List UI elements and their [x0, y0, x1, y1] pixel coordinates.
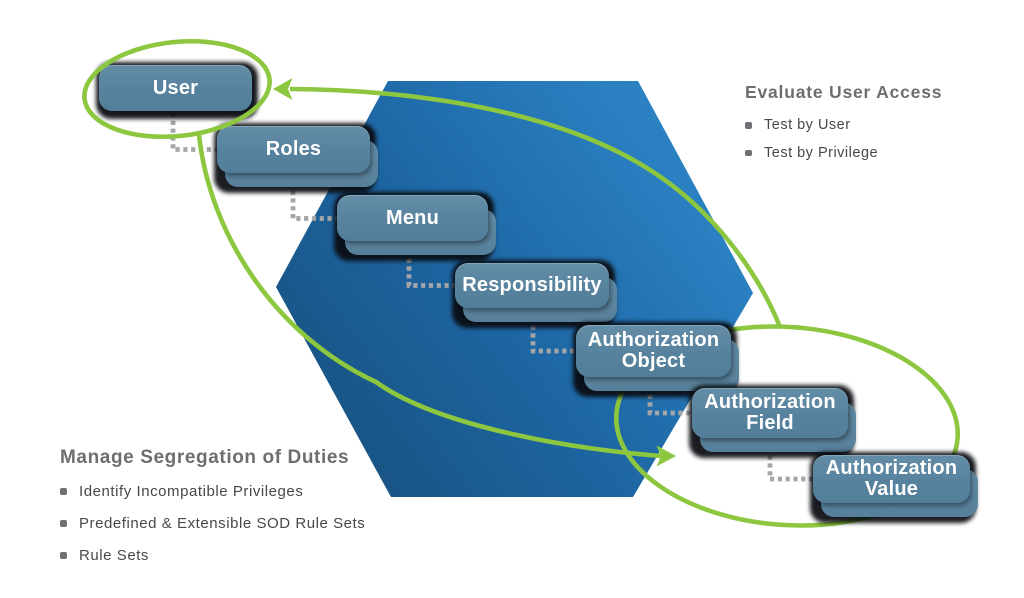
- node-responsibility-label: Responsibility: [455, 263, 609, 308]
- callout-evaluate: Evaluate User Access Test by User Test b…: [745, 82, 1015, 167]
- callout-evaluate-item: Test by Privilege: [745, 140, 1015, 168]
- manage-arrow-curve: [196, 134, 662, 459]
- node-responsibility: Responsibility: [452, 260, 617, 328]
- node-roles: Roles: [214, 123, 378, 193]
- node-auth-value-label: Authorization Value: [813, 455, 970, 503]
- bullet-dot-icon: [60, 552, 67, 559]
- callout-manage-item: Rule Sets: [60, 540, 480, 572]
- privilege-group-ellipse: [613, 324, 961, 528]
- callout-evaluate-item: Test by User: [745, 112, 1015, 140]
- evaluate-arrow-curve: [289, 86, 783, 328]
- node-auth-value: Authorization Value: [810, 452, 978, 523]
- callout-manage-title: Manage Segregation of Duties: [60, 447, 350, 468]
- callout-manage-item: Identify Incompatible Privileges: [60, 476, 480, 508]
- node-user-label: User: [99, 65, 252, 111]
- callout-evaluate-item-text: Test by Privilege: [764, 144, 879, 161]
- callout-evaluate-item-text: Test by User: [764, 117, 851, 133]
- node-roles-label: Roles: [217, 126, 370, 173]
- node-auth-object: Authorization Object: [573, 322, 739, 397]
- connector-authfield-authvalue: [767, 440, 813, 482]
- callout-manage-list: Identify Incompatible Privileges Predefi…: [60, 476, 480, 572]
- node-menu: Menu: [334, 192, 496, 261]
- connector-roles-menu: [290, 175, 337, 221]
- bullet-dot-icon: [60, 488, 67, 495]
- callout-manage-item: Predefined & Extensible SOD Rule Sets: [60, 508, 480, 540]
- bullet-dot-icon: [745, 149, 752, 156]
- manage-arrowhead: [656, 445, 676, 467]
- node-auth-field-label: Authorization Field: [692, 388, 848, 438]
- evaluate-arrowhead: [273, 78, 293, 100]
- node-auth-object-label: Authorization Object: [576, 325, 731, 377]
- node-user: User: [96, 62, 258, 119]
- user-ellipse: [82, 38, 272, 140]
- callout-manage-item-text: Rule Sets: [79, 547, 149, 564]
- bullet-dot-icon: [745, 122, 752, 129]
- callout-manage: Manage Segregation of Duties Identify In…: [60, 447, 480, 572]
- connector-menu-responsibility: [406, 243, 455, 288]
- callout-manage-item-text: Identify Incompatible Privileges: [79, 483, 304, 500]
- node-auth-field: Authorization Field: [689, 385, 856, 458]
- bullet-dot-icon: [60, 520, 67, 527]
- connector-responsibility-authobject: [530, 310, 576, 354]
- node-menu-label: Menu: [337, 195, 488, 241]
- callout-evaluate-title: Evaluate User Access: [745, 82, 943, 102]
- callout-manage-item-text: Predefined & Extensible SOD Rule Sets: [79, 515, 366, 532]
- callout-evaluate-list: Test by User Test by Privilege: [745, 112, 1015, 167]
